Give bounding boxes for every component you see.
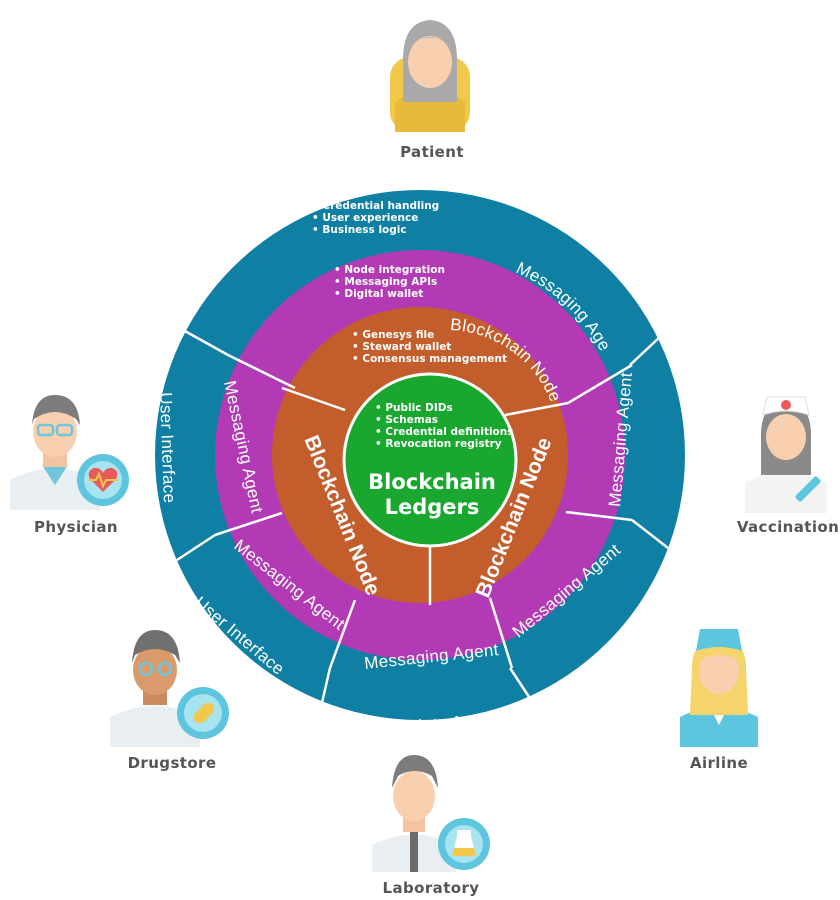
blockchain-ledger-core: [342, 372, 518, 548]
patient-icon: [390, 20, 470, 132]
participant-label-drugstore: Drugstore: [128, 754, 217, 772]
participant-label-vaccination: Vaccination: [737, 518, 839, 536]
participant-label-patient: Patient: [400, 143, 464, 161]
ui-bullet: • User experience: [312, 212, 418, 224]
center-bullet: • Credential definitions: [375, 426, 514, 438]
pharmacist-icon: [110, 630, 229, 747]
participant-label-laboratory: Laboratory: [383, 879, 480, 897]
ui-bullet: • Business logic: [312, 224, 407, 236]
node-bullet: • Steward wallet: [352, 341, 451, 353]
flight-attendant-icon: [680, 629, 758, 747]
ui-bullet: • Credential handling: [312, 200, 439, 212]
center-bullet: • Revocation registry: [375, 438, 502, 450]
nurse-vaccination-icon: [745, 396, 827, 513]
node-bullet: • Genesys file: [352, 329, 434, 341]
ui-label-right: User Interface: [688, 389, 711, 501]
lab-scientist-icon: [372, 755, 490, 872]
agent-bullet: • Node integration: [334, 264, 445, 276]
center-title: Blockchain: [368, 470, 496, 494]
center-title: Ledgers: [385, 495, 480, 519]
ring-dividers: [176, 328, 669, 721]
center-bullet: • Schemas: [375, 414, 438, 426]
physician-icon: [10, 395, 129, 510]
center-bullet: • Public DIDs: [375, 402, 453, 414]
agent-bullet: • Digital wallet: [334, 288, 423, 300]
agent-bullet: • Messaging APIs: [334, 276, 437, 288]
node-bullet: • Consensus management: [352, 353, 507, 365]
participant-label-physician: Physician: [34, 518, 118, 536]
ui-label-left: User Interface: [156, 392, 179, 504]
participant-label-airline: Airline: [690, 754, 748, 772]
